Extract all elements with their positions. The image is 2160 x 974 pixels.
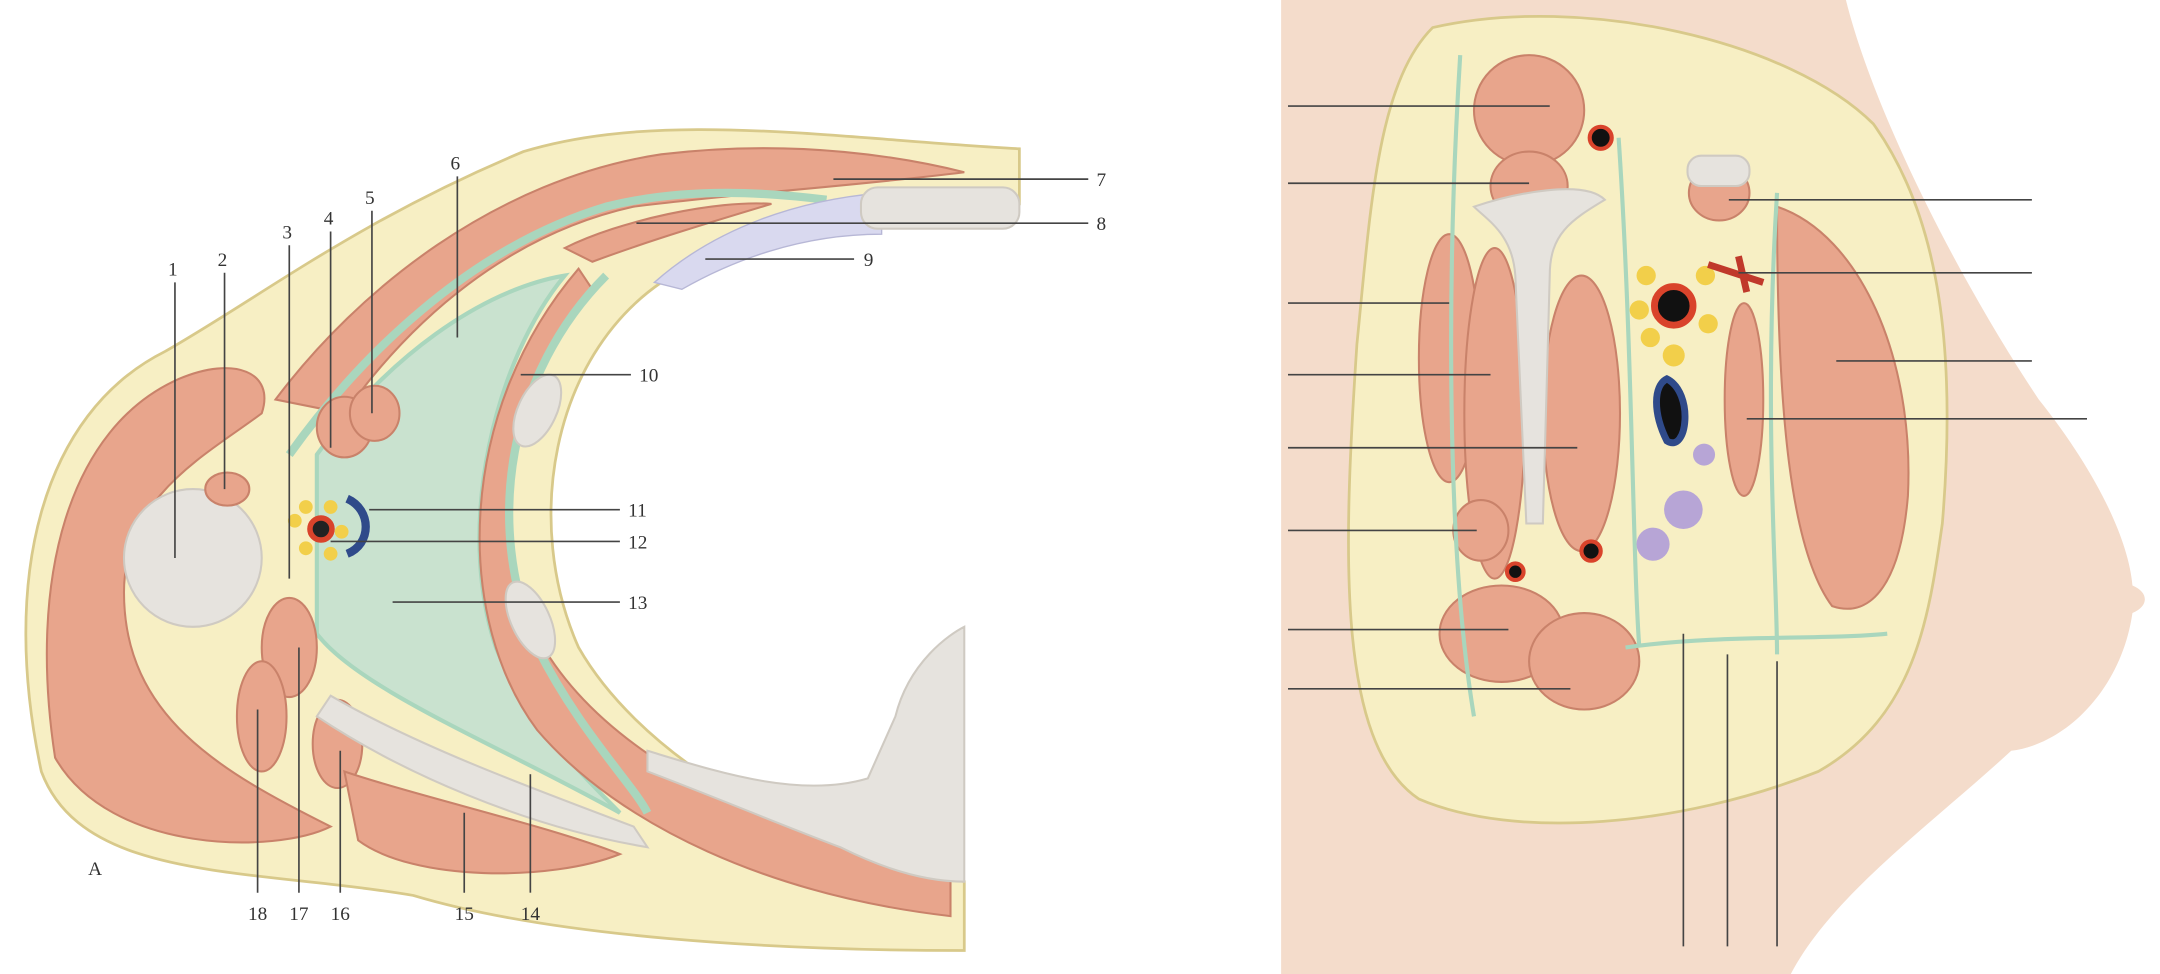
label-13: 13 [628, 593, 647, 614]
label-5: 5 [365, 188, 375, 209]
infraspinatus [343, 769, 623, 875]
label-6: 6 [450, 153, 460, 174]
leader-lines [174, 176, 1089, 893]
circumflex-vessel [1504, 561, 1526, 583]
figure-labels: 1 2 3 4 5 6 7 8 9 10 11 12 13 14 15 16 1… [88, 153, 1106, 925]
rib [504, 580, 557, 660]
torso-sagittal-section [1281, 0, 2145, 974]
thoracoacromial-artery [1707, 255, 1765, 293]
brachial-plexus [287, 500, 349, 561]
clavicle [859, 186, 1021, 230]
pec-minor-part [348, 384, 401, 442]
axillary-vein-r [1653, 375, 1689, 447]
biceps-short-head [204, 471, 251, 507]
label-4: 4 [324, 209, 334, 230]
rib [512, 373, 563, 448]
label-8: 8 [1097, 214, 1107, 235]
label-15: 15 [455, 904, 474, 925]
axillary-vein [345, 494, 370, 558]
label-11: 11 [628, 501, 647, 522]
label-9: 9 [864, 250, 874, 271]
label-7: 7 [1097, 170, 1107, 191]
label-3: 3 [282, 222, 292, 243]
humeral-head [122, 488, 263, 628]
label-10: 10 [639, 366, 658, 387]
label-2: 2 [218, 250, 228, 271]
label-14: 14 [521, 904, 541, 925]
scapula [315, 694, 650, 849]
axilla-cross-section-a: 1 2 3 4 5 6 7 8 9 10 11 12 13 14 15 16 1… [24, 128, 1107, 952]
axillary-artery-r [1650, 283, 1697, 329]
panel-label: A [88, 859, 102, 880]
clavipectoral-fascia [285, 188, 828, 458]
cephalic-vessel [1587, 124, 1614, 151]
lymph-nodes [1636, 443, 1716, 561]
clavicle-section [1686, 154, 1751, 188]
axillary-artery [307, 515, 335, 543]
pectoralis-minor-muscle [562, 202, 772, 263]
brachial-plexus-r [1629, 265, 1718, 367]
teres-major [235, 660, 288, 773]
scapula-section [1472, 188, 1607, 525]
vertebra [646, 625, 966, 883]
label-16: 16 [331, 904, 351, 925]
label-17: 17 [289, 904, 309, 925]
label-1: 1 [168, 260, 178, 281]
fascia-lines [1449, 55, 1888, 717]
label-12: 12 [628, 532, 647, 553]
muscle-compartments [1417, 54, 1910, 711]
leader-lines-right [1288, 105, 2087, 947]
label-18: 18 [248, 904, 267, 925]
subscapular-vessel [1579, 539, 1603, 563]
